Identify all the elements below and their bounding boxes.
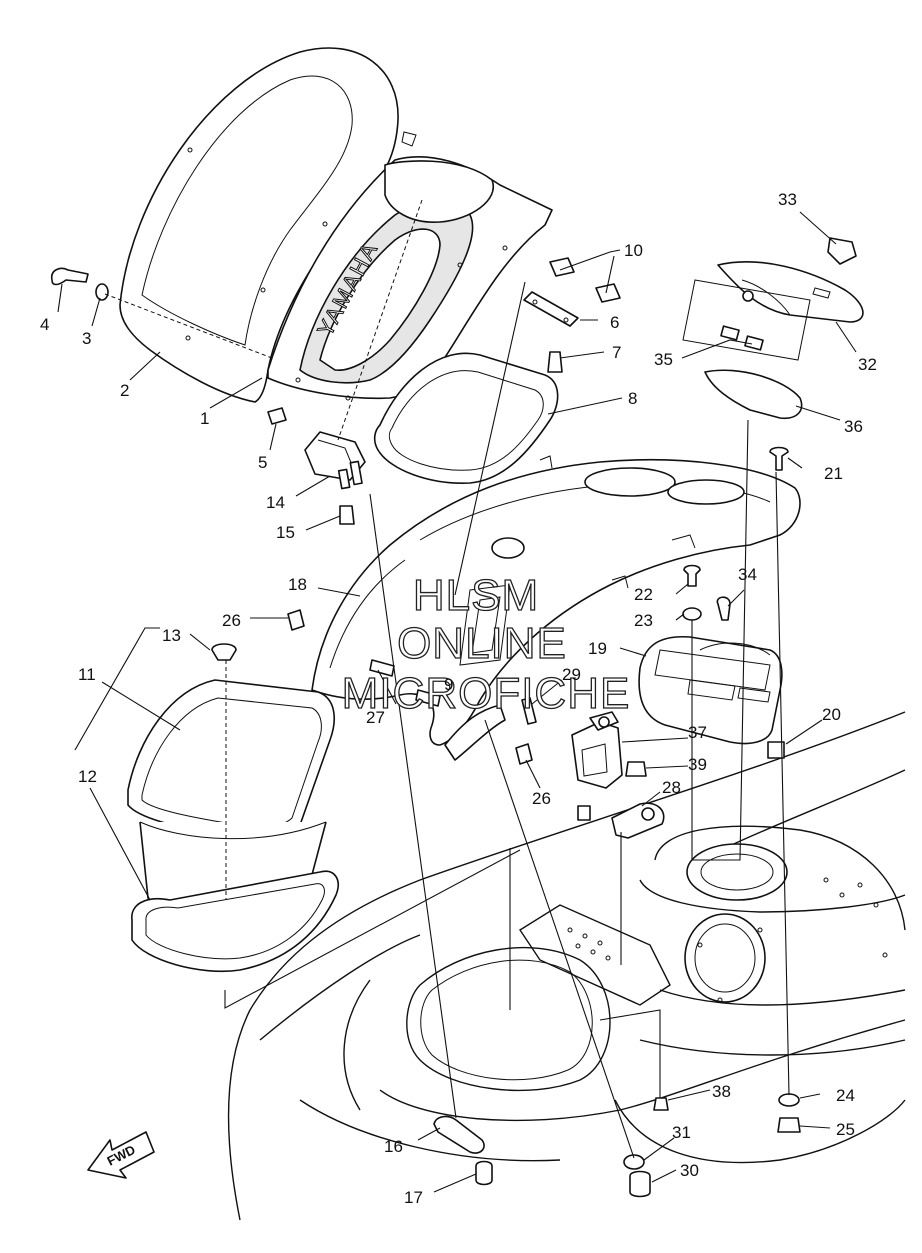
callout-2[interactable]: 2	[120, 381, 129, 400]
callout-31[interactable]: 31	[672, 1123, 691, 1142]
callout-3[interactable]: 3	[82, 329, 91, 348]
small-hardware	[50, 237, 857, 1198]
callout-26b[interactable]: 26	[532, 789, 551, 808]
watermark-line-2: ONLINE	[397, 619, 567, 668]
callout-29[interactable]: 29	[562, 665, 581, 684]
callout-23[interactable]: 23	[634, 611, 653, 630]
callout-25[interactable]: 25	[836, 1120, 855, 1139]
panel-part-36	[704, 369, 803, 420]
watermark-line-1: HLSM	[413, 571, 539, 620]
callout-18[interactable]: 18	[288, 575, 307, 594]
gasket-part-8	[373, 352, 559, 484]
callout-8[interactable]: 8	[628, 389, 637, 408]
latch-part-37	[571, 711, 623, 789]
callout-5[interactable]: 5	[258, 453, 267, 472]
callout-30[interactable]: 30	[680, 1161, 699, 1180]
callout-9[interactable]: 9	[444, 675, 453, 694]
hinge-bracket-part-14	[304, 431, 366, 490]
bracket-part-28	[611, 802, 665, 839]
bin-gasket-part-12	[131, 870, 339, 973]
watermark-line-3: MICROFICHE	[342, 669, 631, 718]
callout-34[interactable]: 34	[738, 565, 757, 584]
callout-1[interactable]: 1	[200, 409, 209, 428]
latch-group-35	[682, 279, 811, 361]
assembly-lines	[104, 199, 790, 1159]
callout-24[interactable]: 24	[836, 1086, 855, 1105]
callout-12[interactable]: 12	[78, 767, 97, 786]
callout-27[interactable]: 27	[366, 708, 385, 727]
callout-33[interactable]: 33	[778, 190, 797, 209]
deck-holes	[567, 877, 888, 1003]
callout-numbers: 1 2 3 4 5 6 7 8 9 10 11 12 13 14 15 16 1…	[40, 190, 877, 1207]
callout-35[interactable]: 35	[654, 350, 673, 369]
callout-38[interactable]: 38	[712, 1082, 731, 1101]
callout-13[interactable]: 13	[162, 626, 181, 645]
callout-19[interactable]: 19	[588, 639, 607, 658]
callout-37[interactable]: 37	[688, 723, 707, 742]
watermark: HLSM ONLINE MICROFICHE	[341, 570, 631, 718]
callout-26a[interactable]: 26	[222, 611, 241, 630]
callout-20[interactable]: 20	[822, 705, 841, 724]
hood-cover-part-1: YAMAHA	[267, 131, 553, 401]
handlebar-cover-part-18	[311, 455, 801, 761]
callout-32[interactable]: 32	[858, 355, 877, 374]
forward-direction-arrow: FWD	[87, 1131, 155, 1179]
callout-11[interactable]: 11	[78, 665, 96, 684]
callout-14[interactable]: 14	[266, 493, 285, 512]
callout-28[interactable]: 28	[662, 778, 681, 797]
callout-4[interactable]: 4	[40, 315, 49, 334]
lid-part-32	[717, 261, 864, 323]
leader-lines	[57, 211, 857, 1193]
callout-21[interactable]: 21	[824, 464, 843, 483]
callout-7[interactable]: 7	[612, 343, 621, 362]
callout-6[interactable]: 6	[610, 313, 619, 332]
callout-10[interactable]: 10	[624, 241, 643, 260]
callout-36[interactable]: 36	[844, 417, 863, 436]
callout-39[interactable]: 39	[688, 755, 707, 774]
callout-17[interactable]: 17	[404, 1188, 423, 1207]
hull-deck	[227, 711, 906, 1221]
callout-16[interactable]: 16	[384, 1137, 403, 1156]
callout-15[interactable]: 15	[276, 523, 295, 542]
callout-22[interactable]: 22	[634, 585, 653, 604]
meter-unit-part-19	[638, 635, 783, 745]
